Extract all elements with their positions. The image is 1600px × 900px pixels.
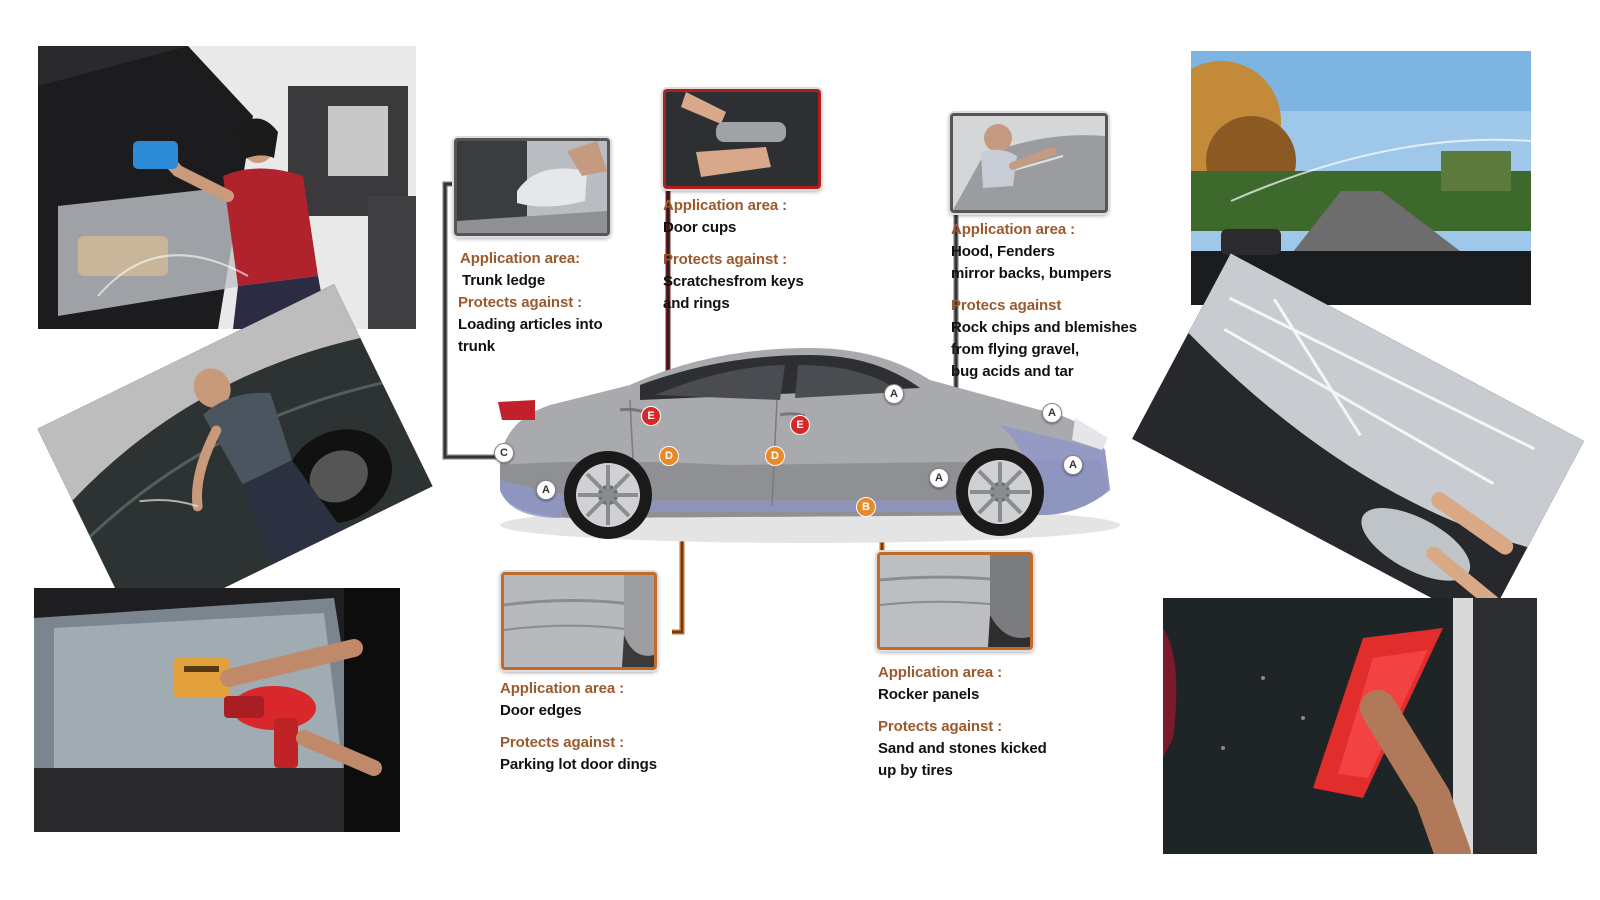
marker-a-fender: A — [929, 468, 949, 488]
zone-rocker-prot-line: Sand and stones kicked — [878, 740, 1047, 757]
zone-rocker-text: Application area : Rocker panels Protect… — [878, 662, 1047, 782]
zone-hood-prot-line: from flying gravel, — [951, 341, 1080, 358]
zone-trunk-prot-line: trunk — [458, 338, 496, 355]
zone-edges-prot-line: Parking lot door dings — [500, 756, 657, 773]
photo-film-bumper-peel — [1132, 253, 1584, 627]
zone-cups-prot-line: and rings — [663, 295, 730, 312]
marker-a-front-bumper: A — [1063, 455, 1083, 475]
front-wheel — [956, 448, 1044, 536]
zone-trunk-app-heading: Application area: — [460, 250, 580, 267]
zone-rocker-app-line: Rocker panels — [878, 686, 980, 703]
zone-trunk-prot-heading: Protects against : — [458, 294, 583, 311]
zone-rocker-prot-heading: Protects against : — [878, 718, 1003, 735]
marker-a-roof: A — [884, 384, 904, 404]
car-illustration — [498, 348, 1120, 543]
zone-hood-prot-line: Rock chips and blemishes — [951, 319, 1137, 336]
zone-hood-prot-heading: Protecs against — [951, 297, 1062, 314]
marker-d-rear-door-edge: D — [659, 446, 679, 466]
zone-cups-app-line: Door cups — [663, 219, 737, 236]
rear-wheel — [564, 451, 652, 539]
zone-hood-app-line: Hood, Fenders — [951, 243, 1055, 260]
zone-edges-prot-heading: Protects against : — [500, 734, 625, 751]
marker-e-rear-door-cup: E — [641, 406, 661, 426]
zone-trunk-text: Application area: Trunk ledge Protects a… — [458, 248, 603, 358]
marker-d-front-door-edge: D — [765, 446, 785, 466]
photo-installer-rear-quarter — [37, 284, 433, 631]
zone-cups-prot-heading: Protects against : — [663, 251, 788, 268]
marker-a-hood: A — [1042, 403, 1062, 423]
zone-edges-app-line: Door edges — [500, 702, 582, 719]
thumb-mirror-trunk — [454, 138, 610, 236]
thumb-door-edges — [501, 572, 657, 670]
zone-cups-prot-line: Scratchesfrom keys — [663, 273, 804, 290]
marker-a-rear-bumper: A — [536, 480, 556, 500]
zone-rocker-prot-line: up by tires — [878, 762, 953, 779]
zone-trunk-prot-line: Loading articles into — [458, 316, 603, 333]
marker-e-front-door-cup: E — [790, 415, 810, 435]
photo-squeegee-window — [1163, 598, 1537, 854]
thumb-rocker-panels — [877, 552, 1033, 650]
thumb-hood — [950, 113, 1108, 213]
thumb-door-cup — [663, 89, 821, 189]
zone-hood-text: Application area : Hood, Fenders mirror … — [951, 219, 1137, 383]
zone-cups-text: Application area : Door cups Protects ag… — [663, 195, 804, 315]
zone-hood-app-heading: Application area : — [951, 221, 1076, 238]
zone-edges-text: Application area : Door edges Protects a… — [500, 678, 657, 776]
zone-hood-app-line: mirror backs, bumpers — [951, 265, 1112, 282]
photo-installer-door-interior — [38, 46, 416, 329]
zone-trunk-app-line: Trunk ledge — [462, 272, 546, 289]
marker-c-trunk: C — [494, 443, 514, 463]
zone-cups-app-heading: Application area : — [663, 197, 788, 214]
zone-hood-prot-line: bug acids and tar — [951, 363, 1074, 380]
photo-installer-heat-gun-window — [34, 588, 400, 832]
marker-b-rocker: B — [856, 497, 876, 517]
zone-rocker-app-heading: Application area : — [878, 664, 1003, 681]
zone-edges-app-heading: Application area : — [500, 680, 625, 697]
